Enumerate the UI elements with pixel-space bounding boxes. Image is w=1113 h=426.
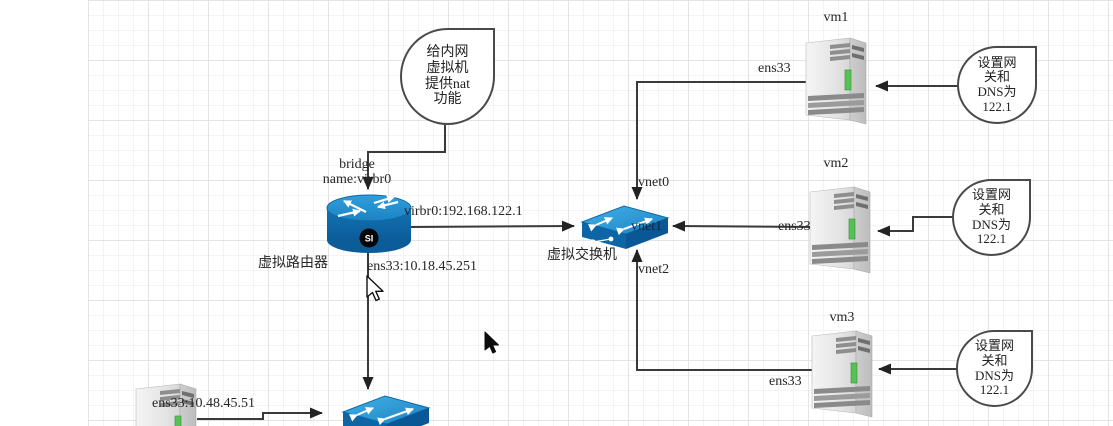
router-ens33-ip-label[interactable]: ens33:10.18.45.251	[367, 259, 478, 274]
mouse-cursor-white	[366, 275, 384, 302]
vm2-name-label[interactable]: vm2	[823, 156, 849, 171]
switch-name-label[interactable]: 虚拟交换机	[547, 248, 617, 263]
router-si-badge	[359, 228, 379, 248]
vm2-gateway-dns-callout[interactable]: 设置网 关和 DNS为 122.1	[952, 179, 1031, 256]
edge-vm3-to-switch-vnet2[interactable]	[631, 249, 812, 371]
vm3-node[interactable]	[811, 330, 873, 418]
switch-port-vnet0-label[interactable]: vnet0	[638, 175, 670, 190]
edge-router-to-switch[interactable]	[410, 220, 575, 232]
grid-background	[88, 0, 1113, 426]
edge-vm1-to-switch-vnet0[interactable]	[631, 81, 806, 200]
vm1-node[interactable]	[805, 37, 867, 125]
edge-callout-to-vm2[interactable]	[877, 216, 954, 237]
host-iface-ip-label[interactable]: ens33:10.48.45.51	[152, 396, 256, 411]
mouse-cursor-black	[484, 331, 499, 354]
router-name-label[interactable]: 虚拟路由器	[258, 256, 328, 271]
edge-host-to-bottom-switch[interactable]	[197, 407, 323, 420]
switch-port-vnet2-label[interactable]: vnet2	[638, 262, 670, 277]
switch-port-vnet1-label[interactable]: vnet1	[631, 219, 663, 234]
router-node[interactable]: SI	[326, 194, 412, 253]
vm3-iface-label[interactable]: ens33	[769, 374, 802, 389]
router-si-badge-text: SI	[365, 234, 374, 244]
vm2-iface-label[interactable]: ens33	[778, 219, 811, 234]
vm1-name-label[interactable]: vm1	[823, 10, 849, 25]
nat-function-callout[interactable]: 给内网 虚拟机 提供nat 功能	[400, 28, 495, 125]
vm1-gateway-dns-callout[interactable]: 设置网 关和 DNS为 122.1	[957, 46, 1037, 124]
vm3-gateway-dns-callout[interactable]: 设置网 关和 DNS为 122.1	[956, 330, 1033, 407]
bottom-switch-node[interactable]	[343, 396, 429, 426]
router-virbr0-ip-label[interactable]: virbr0:192.168.122.1	[404, 204, 523, 219]
vm2-node[interactable]	[809, 186, 871, 274]
edge-nat-callout-to-router[interactable]	[362, 125, 446, 190]
vm1-iface-label[interactable]: ens33	[758, 61, 791, 76]
edge-vm2-to-switch-vnet1[interactable]	[672, 220, 811, 232]
vm3-name-label[interactable]: vm3	[829, 310, 855, 325]
router-bridge-label[interactable]: bridge name:virbr0	[322, 157, 392, 188]
